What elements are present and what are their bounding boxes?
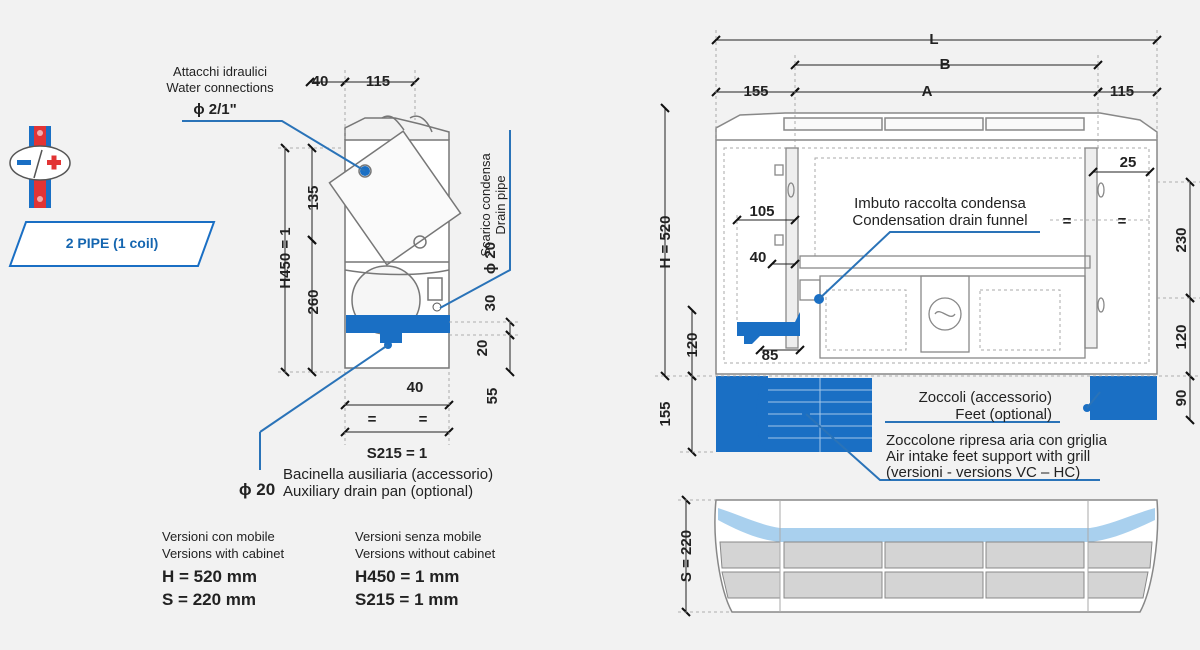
dim-20: 20 xyxy=(474,340,491,357)
dim-120-left: 120 xyxy=(684,332,701,357)
pipe-type-label: 2 PIPE (1 coil) xyxy=(66,235,159,251)
dim-155-left: 155 xyxy=(743,83,768,100)
dim-s220: S = 220 xyxy=(678,530,695,582)
pipe-connection-icon xyxy=(9,126,71,208)
feet-label-en: Feet (optional) xyxy=(955,406,1052,423)
pipe-type-badge: 2 PIPE (1 coil) xyxy=(8,221,216,267)
drain-pipe-label-en: Drain pipe xyxy=(493,175,508,234)
funnel-label-it: Imbuto raccolta condensa xyxy=(854,195,1026,212)
dim-30: 30 xyxy=(482,295,499,312)
dim-eq-2: = xyxy=(1118,213,1127,230)
dim-135: 135 xyxy=(305,185,322,210)
versions-cabinet-it: Versioni con mobile xyxy=(162,529,275,544)
dim-115-right: 115 xyxy=(1110,83,1134,100)
water-connections-label-en: Water connections xyxy=(166,80,274,95)
dim-A: A xyxy=(922,83,933,100)
funnel-label-en: Condensation drain funnel xyxy=(852,212,1027,229)
dim-55: 55 xyxy=(484,388,501,405)
dim-90: 90 xyxy=(1173,390,1190,407)
water-connections-size: ϕ 2/1" xyxy=(193,101,236,118)
side-view-drawing xyxy=(182,70,520,470)
intake-label-it: Zoccolone ripresa aria con griglia xyxy=(886,432,1108,449)
dim-260: 260 xyxy=(305,289,322,314)
dim-85: 85 xyxy=(762,347,779,364)
dim-155-bottom: 155 xyxy=(657,401,674,426)
dim-L: L xyxy=(929,31,938,48)
versions-nocabinet-h: H450 = 1 mm xyxy=(355,567,459,586)
dim-eq-left: = xyxy=(368,411,377,428)
dim-230: 230 xyxy=(1173,227,1190,252)
dim-eq-right: = xyxy=(419,411,428,428)
dim-40-top: 40 xyxy=(312,73,329,90)
dim-eq-1: = xyxy=(1063,213,1072,230)
intake-label-en: Air intake feet support with grill xyxy=(886,448,1090,465)
dim-s215: S215 = 1 xyxy=(367,445,427,462)
dim-40-front: 40 xyxy=(750,249,767,266)
dim-40-bottom: 40 xyxy=(407,379,424,396)
versions-nocabinet-it: Versioni senza mobile xyxy=(355,529,481,544)
versions-cabinet-s: S = 220 mm xyxy=(162,590,256,609)
dim-B: B xyxy=(940,56,951,73)
versions-cabinet-h: H = 520 mm xyxy=(162,567,257,586)
dim-h520: H = 520 xyxy=(657,216,674,269)
versions-nocabinet-en: Versions without cabinet xyxy=(355,546,496,561)
front-view-drawing xyxy=(655,30,1200,481)
aux-pan-label-en: Auxiliary drain pan (optional) xyxy=(283,483,473,500)
dim-25: 25 xyxy=(1120,154,1137,171)
water-connections-label-it: Attacchi idraulici xyxy=(173,64,267,79)
dim-105: 105 xyxy=(749,203,774,220)
dim-120-right: 120 xyxy=(1173,324,1190,349)
versions-cabinet-en: Versions with cabinet xyxy=(162,546,285,561)
intake-label-versions: (versioni - versions VC – HC) xyxy=(886,464,1080,481)
top-view-drawing xyxy=(678,495,1159,617)
aux-pan-size: ϕ 20 xyxy=(239,480,275,499)
versions-nocabinet-s: S215 = 1 mm xyxy=(355,590,459,609)
drain-pipe-size: ϕ 20 xyxy=(482,242,499,274)
dim-h450: H450 = 1 xyxy=(277,227,294,288)
drain-pipe-label-it: Scarico condensa xyxy=(478,153,493,257)
dim-115-top: 115 xyxy=(366,73,390,90)
feet-label-it: Zoccoli (accessorio) xyxy=(919,389,1052,406)
aux-pan-label-it: Bacinella ausiliaria (accessorio) xyxy=(283,466,493,483)
